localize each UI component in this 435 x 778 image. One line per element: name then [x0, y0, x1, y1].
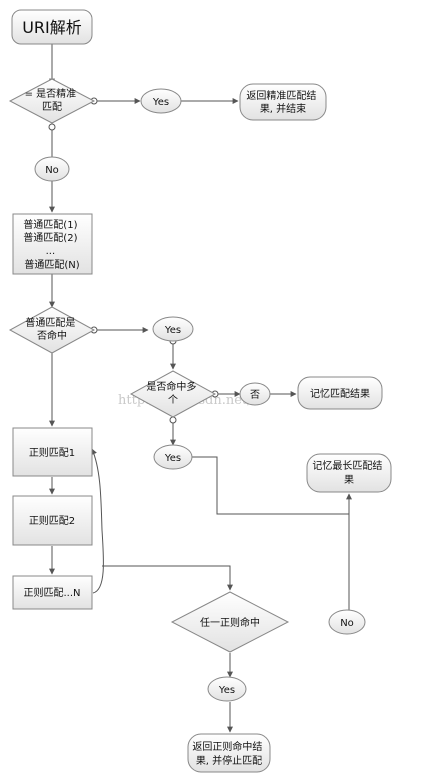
svg-text:任一正则命中: 任一正则命中 [200, 616, 260, 629]
return-regex-node: 返回正则命中结 果, 并停止匹配 [187, 733, 271, 773]
no-cn-label: 否 [239, 382, 271, 406]
svg-text:Yes: Yes [164, 325, 181, 336]
regex-match-1: 正则匹配1 [12, 427, 93, 477]
svg-text:Yes: Yes [164, 453, 181, 464]
return-exact-node: 返回精准匹配结 果, 并结束 [239, 83, 327, 121]
yes-label-2: Yes [152, 316, 194, 342]
any-regex-decision: 任一正则命中 [170, 591, 290, 653]
svg-text:= 是否精准 匹配: = 是否精准 匹配 [25, 87, 80, 113]
svg-text:正则匹配2: 正则匹配2 [29, 514, 75, 527]
svg-text:No: No [340, 618, 354, 629]
title-node: URI解析 [11, 9, 93, 45]
svg-text:普通匹配(1) 普通匹配(2) ..: 普通匹配(1) 普通匹配(2) ... 普通匹配(N) [23, 218, 80, 271]
prefix-hit-decision: 普通匹配是 否命中 [8, 306, 96, 354]
remember-result-node: 记忆匹配结果 [297, 376, 383, 410]
svg-text:返回正则命中结 果, 并停止匹配: 返回正则命中结 果, 并停止匹配 [192, 740, 265, 767]
no-label-1: No [34, 156, 70, 182]
connectors [49, 44, 352, 733]
svg-text:记忆匹配结果: 记忆匹配结果 [310, 387, 370, 400]
prefix-match-list: 普通匹配(1) 普通匹配(2) ... 普通匹配(N) [12, 213, 93, 275]
svg-text:正则匹配1: 正则匹配1 [29, 446, 75, 459]
svg-text:Yes: Yes [152, 97, 169, 108]
exact-match-decision: = 是否精准 匹配 [8, 78, 96, 124]
yes-label-3: Yes [153, 444, 193, 470]
svg-text:No: No [45, 165, 59, 176]
title-text: URI解析 [22, 18, 82, 37]
svg-text:正则匹配...N: 正则匹配...N [23, 586, 80, 599]
regex-match-2: 正则匹配2 [12, 495, 93, 546]
no-label-2: No [328, 609, 366, 635]
svg-text:否: 否 [250, 389, 260, 401]
yes-label-4: Yes [207, 676, 247, 702]
svg-text:普通匹配是 否命中: 普通匹配是 否命中 [25, 316, 78, 342]
yes-label-1: Yes [140, 88, 182, 114]
svg-text:是否命中多 个: 是否命中多 个 [146, 380, 199, 406]
multi-hit-decision: 是否命中多 个 [129, 370, 217, 418]
svg-text:返回精准匹配结 果, 并结束: 返回精准匹配结 果, 并结束 [246, 89, 319, 115]
svg-text:记忆最长匹配结 果: 记忆最长匹配结 果 [312, 459, 385, 486]
remember-longest-node: 记忆最长匹配结 果 [306, 453, 392, 493]
svg-text:Yes: Yes [218, 685, 235, 696]
regex-match-n: 正则匹配...N [12, 575, 93, 610]
